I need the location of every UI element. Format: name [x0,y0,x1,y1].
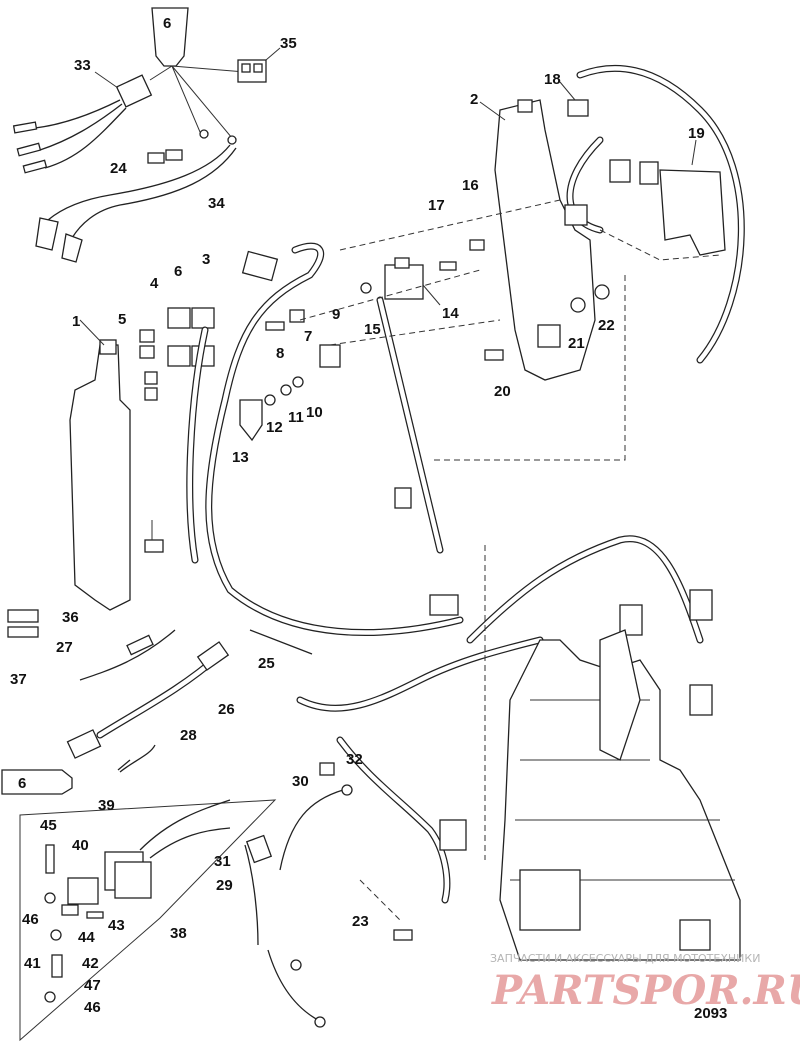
watermark-logo: PARTSPOR.RU [491,967,800,1014]
kit-box-38 [19,799,277,1042]
callout-25: 25 [258,655,275,672]
callout-32: 32 [346,751,363,768]
callout-19: 19 [688,125,705,142]
connector-35 [237,59,267,83]
callout-20: 20 [494,383,511,400]
part-48 [144,539,164,553]
callout-8: 8 [276,345,284,362]
callout-16: 16 [462,177,479,194]
callout-47: 47 [84,977,101,994]
callout-3: 3 [202,251,210,268]
callout-14: 14 [442,305,459,322]
callout-29: 29 [216,877,233,894]
callout-41: 41 [24,955,41,972]
label-36 [7,609,39,623]
callout-26: 26 [218,701,235,718]
callout-43: 43 [108,917,125,934]
callout-1: 1 [72,313,80,330]
callout-7: 7 [304,328,312,345]
harness-connectors [241,159,713,851]
callout-11: 11 [288,409,304,426]
callout-23: 23 [352,913,369,930]
callout-31: 31 [214,853,231,870]
relay-14 [384,257,424,300]
callout-33: 33 [74,57,91,74]
pigtail-33 [12,74,153,174]
callout-labels: 1 2 3 4 5 6 7 8 9 10 11 12 13 14 15 16 1… [10,35,705,1016]
watermark-tagline: ЗАПЧАСТИ И АКСЕССУАРЫ ДЛЯ МОТОТЕХНИКИ [490,952,760,965]
ground-cables [244,762,353,1028]
cable-27 [79,629,176,681]
engine-block [499,629,741,961]
callout-17: 17 [428,197,445,214]
clip-28 [117,744,156,773]
callout-9: 9 [332,306,340,323]
tube-label-top: 6 [163,15,171,32]
screws-24 [147,129,237,164]
callout-46b: 46 [84,999,101,1016]
callout-35: 35 [280,35,297,52]
bracket-1 [69,339,131,611]
screw-23 [393,929,413,941]
callout-45: 45 [40,817,57,834]
part-18 [567,99,589,117]
diagram-reference-number: 2093 [694,1005,727,1022]
tube-label-bottom: 6 [18,775,26,792]
callout-24: 24 [110,160,127,177]
harness-34 [35,144,237,263]
callout-4: 4 [150,275,159,292]
callout-5: 5 [118,311,126,328]
callout-39: 39 [98,797,115,814]
callout-44: 44 [78,929,95,946]
callout-6: 6 [174,263,182,280]
callout-13: 13 [232,449,249,466]
callout-34: 34 [208,195,225,212]
callout-46a: 46 [22,911,39,928]
callout-37: 37 [10,671,27,688]
label-37 [7,626,39,638]
callout-38: 38 [170,925,187,942]
sealant-tube-top: 6 [151,7,189,67]
callout-15: 15 [364,321,381,338]
callout-2: 2 [470,91,478,108]
harness-26 [66,641,230,759]
callout-21: 21 [568,335,585,352]
reference-lines [299,199,721,921]
callout-42: 42 [82,955,99,972]
callout-18: 18 [544,71,561,88]
callout-27: 27 [56,639,73,656]
callout-40: 40 [72,837,89,854]
callout-12: 12 [266,419,283,436]
bracket-plate-2 [494,99,596,381]
callout-10: 10 [306,404,323,421]
rod-25 [249,629,313,655]
callout-30: 30 [292,773,309,790]
callout-36: 36 [62,609,79,626]
callout-28: 28 [180,727,197,744]
main-harness [186,65,745,904]
sealant-tube-bottom: 6 [1,769,73,795]
part-19 [659,169,726,256]
callout-22: 22 [598,317,615,334]
fasteners [239,239,610,442]
watermark: ЗАПЧАСТИ И АКСЕССУАРЫ ДЛЯ МОТОТЕХНИКИ PA… [490,952,800,1014]
